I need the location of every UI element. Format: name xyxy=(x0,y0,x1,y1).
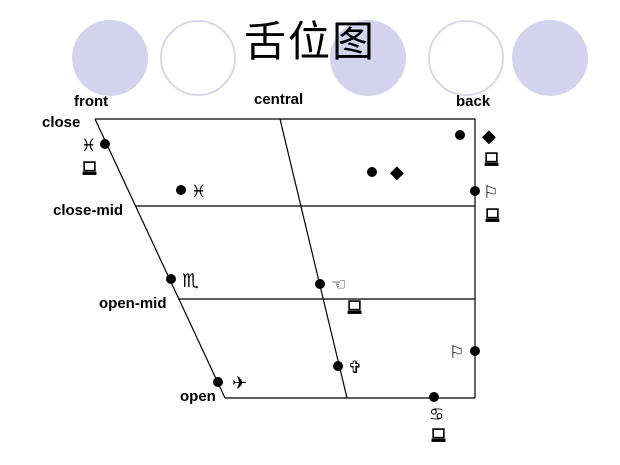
vowel-dot xyxy=(176,185,186,195)
vowel-dot xyxy=(455,130,465,140)
scorpio-icon: ♏ xyxy=(182,270,199,292)
vowel-dot xyxy=(100,139,110,149)
row-label-close: close xyxy=(42,114,81,131)
row-label-close-mid: close-mid xyxy=(53,202,124,219)
trapezoid-frame xyxy=(94,118,476,399)
airplane-icon: ✈ xyxy=(232,373,247,394)
column-label-front: front xyxy=(74,93,109,110)
diamond-icon: ◆ xyxy=(390,162,404,183)
vowel-dot xyxy=(166,274,176,284)
computer-icon xyxy=(431,428,446,443)
cancer-icon: ♋ xyxy=(429,405,444,425)
decorative-circle xyxy=(72,20,148,96)
column-label-central: central xyxy=(254,91,304,108)
computer-icon xyxy=(347,300,362,315)
vowel-dot xyxy=(333,361,343,371)
pisces-icon: ♓ xyxy=(81,136,96,156)
front-line xyxy=(94,118,226,399)
computer-icon xyxy=(484,152,499,167)
vowel-dot xyxy=(429,392,439,402)
vowel-dot xyxy=(470,186,480,196)
vowel-dot xyxy=(213,377,223,387)
decorative-circle xyxy=(330,20,406,96)
vowel-dot xyxy=(367,167,377,177)
diamond-icon: ◆ xyxy=(482,126,496,147)
flag-icon: ⚐ xyxy=(449,343,464,363)
computer-icon xyxy=(82,161,97,176)
computer-icon xyxy=(485,208,500,223)
decorative-ring xyxy=(160,20,236,96)
decorative-ring xyxy=(428,20,504,96)
cross-icon: ✞ xyxy=(348,358,362,378)
row-label-open: open xyxy=(180,388,216,405)
pointing-hand-icon: ☜ xyxy=(331,275,346,295)
flag-icon: ⚐ xyxy=(483,183,498,203)
vowel-points: ♓ ♓ ◆ ◆ ⚐ ♏ ☜ ⚐ ✞ ✈ ♋ xyxy=(81,126,500,443)
vowel-dot xyxy=(470,346,480,356)
column-label-back: back xyxy=(456,93,491,110)
pisces-icon: ♓ xyxy=(191,182,206,202)
page-title: 舌位图 xyxy=(243,17,376,66)
vowel-dot xyxy=(315,279,325,289)
central-line xyxy=(279,118,348,399)
row-label-open-mid: open-mid xyxy=(99,295,167,312)
decorative-circle xyxy=(512,20,588,96)
